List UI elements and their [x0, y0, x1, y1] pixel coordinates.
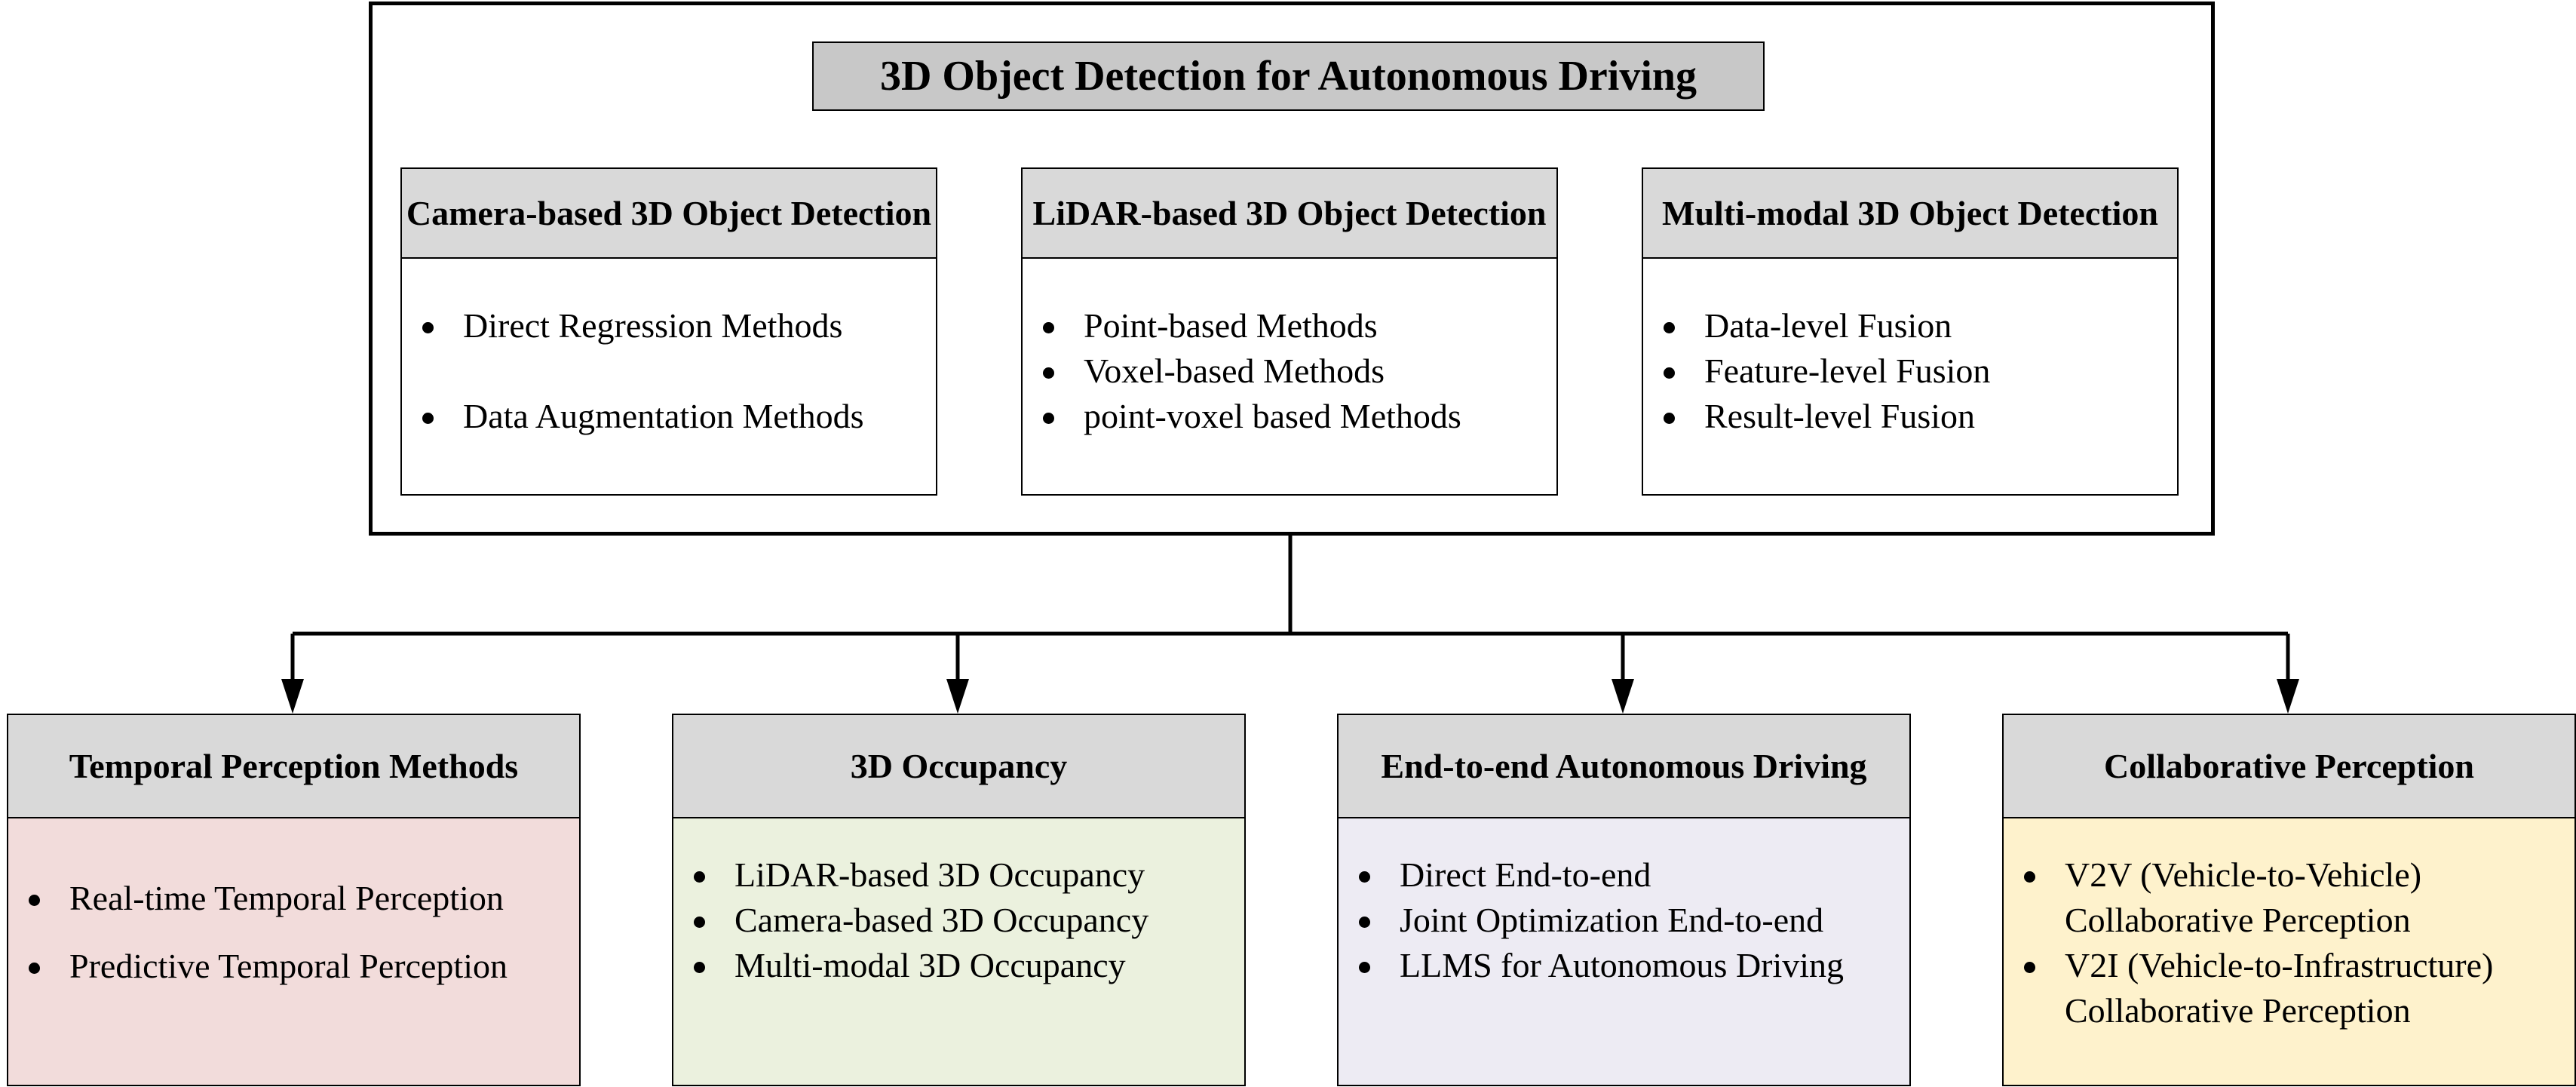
branch-collaborative: Collaborative Perception V2V (Vehicle-to… — [2002, 714, 2576, 1086]
category-lidar: LiDAR-based 3D Object Detection Point-ba… — [1021, 167, 1558, 496]
branch-heading: Collaborative Perception — [2004, 715, 2574, 818]
outer-frame — [369, 2, 2215, 536]
list-item: Predictive Temporal Perception — [17, 944, 508, 989]
branch-body — [2004, 818, 2574, 1085]
branch-item-list: Direct End-to-end Joint Optimization End… — [1348, 852, 1844, 988]
diagram-title: 3D Object Detection for Autonomous Drivi… — [812, 41, 1765, 111]
branch-item-list: LiDAR-based 3D Occupancy Camera-based 3D… — [682, 852, 1148, 988]
category-item-list: Direct Regression Methods Data Augmentat… — [411, 303, 863, 439]
category-heading: Multi-modal 3D Object Detection — [1643, 169, 2177, 259]
branch-heading: 3D Occupancy — [673, 715, 1244, 818]
list-item: Data Augmentation Methods — [411, 394, 863, 439]
branch-heading: End-to-end Autonomous Driving — [1339, 715, 1909, 818]
list-item: Point-based Methods — [1032, 303, 1461, 349]
category-heading: LiDAR-based 3D Object Detection — [1023, 169, 1556, 259]
branch-body — [8, 818, 579, 1085]
list-item: V2V (Vehicle-to-Vehicle) Collaborative P… — [2013, 852, 2567, 943]
category-multimodal: Multi-modal 3D Object Detection Data-lev… — [1642, 167, 2179, 496]
list-item: Result-level Fusion — [1652, 394, 1990, 439]
list-item: LLMS for Autonomous Driving — [1348, 943, 1844, 988]
list-item: Joint Optimization End-to-end — [1348, 898, 1844, 943]
branch-item-list: V2V (Vehicle-to-Vehicle) Collaborative P… — [2013, 852, 2567, 1033]
branch-heading: Temporal Perception Methods — [8, 715, 579, 818]
list-item: point-voxel based Methods — [1032, 394, 1461, 439]
list-item: Multi-modal 3D Occupancy — [682, 943, 1148, 988]
list-item: LiDAR-based 3D Occupancy — [682, 852, 1148, 898]
branch-end-to-end: End-to-end Autonomous Driving Direct End… — [1337, 714, 1911, 1086]
branch-item-list: Real-time Temporal Perception Predictive… — [17, 876, 508, 989]
list-item: Voxel-based Methods — [1032, 349, 1461, 394]
category-camera: Camera-based 3D Object Detection Direct … — [400, 167, 937, 496]
category-heading: Camera-based 3D Object Detection — [402, 169, 936, 259]
branch-temporal: Temporal Perception Methods Real-time Te… — [7, 714, 581, 1086]
list-item: Direct End-to-end — [1348, 852, 1844, 898]
list-item: Real-time Temporal Perception — [17, 876, 508, 921]
branch-body — [1339, 818, 1909, 1085]
list-item: Direct Regression Methods — [411, 303, 863, 349]
branch-occupancy: 3D Occupancy LiDAR-based 3D Occupancy Ca… — [672, 714, 1246, 1086]
list-item: Camera-based 3D Occupancy — [682, 898, 1148, 943]
list-item: V2I (Vehicle-to-Infrastructure) Collabor… — [2013, 943, 2567, 1033]
branch-body — [673, 818, 1244, 1085]
category-item-list: Point-based Methods Voxel-based Methods … — [1032, 303, 1461, 439]
list-item: Data-level Fusion — [1652, 303, 1990, 349]
list-item: Feature-level Fusion — [1652, 349, 1990, 394]
category-item-list: Data-level Fusion Feature-level Fusion R… — [1652, 303, 1990, 439]
